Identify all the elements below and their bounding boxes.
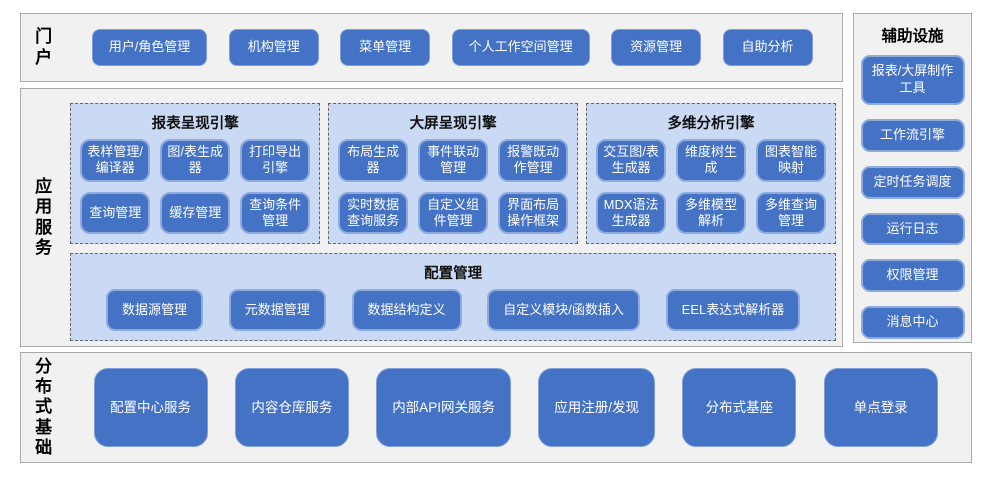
aux-button-report-bigscreen-authoring-tool[interactable]: 报表/大屏制作工具: [860, 55, 965, 105]
report-engine-button-print-export-engine[interactable]: 打印导出引擎: [240, 139, 311, 182]
aux-button-permission-mgmt[interactable]: 权限管理: [860, 259, 965, 293]
portal-button-org-mgmt[interactable]: 机构管理: [228, 29, 319, 66]
aux-button-run-logs[interactable]: 运行日志: [860, 212, 965, 246]
bigscreen-engine-button-custom-component-mgmt[interactable]: 自定义组件管理: [418, 191, 489, 234]
portal-button-resource-mgmt[interactable]: 资源管理: [611, 29, 702, 66]
bigscreen-engine-button-alarm-action-mgmt[interactable]: 报警既动作管理: [498, 139, 569, 182]
panel-config-mgmt: 配置管理 数据源管理 元数据管理 数据结构定义 自定义模块/函数插入 EEL表达…: [70, 253, 836, 341]
dist-button-distributed-base[interactable]: 分布式基座: [682, 368, 797, 447]
olap-engine-button-interactive-chart-generator[interactable]: 交互图/表生成器: [596, 139, 667, 182]
portal-label: 门户: [35, 27, 53, 67]
section-distributed-foundation: 分布式基础 配置中心服务 内容仓库服务 内部API网关服务 应用注册/发现 分布…: [20, 352, 972, 463]
bigscreen-engine-button-realtime-data-query-service[interactable]: 实时数据查询服务: [338, 191, 409, 234]
auxiliary-facilities-title: 辅助设施: [881, 28, 944, 45]
olap-engine-button-multidim-model-parsing[interactable]: 多维模型解析: [676, 191, 747, 234]
section-auxiliary-facilities: 辅助设施 报表/大屏制作工具 工作流引擎 定时任务调度 运行日志 权限管理 消息…: [853, 13, 972, 343]
report-engine-title: 报表呈现引擎: [151, 116, 239, 132]
dist-button-internal-api-gateway-service[interactable]: 内部API网关服务: [376, 368, 511, 447]
config-button-datasource-mgmt[interactable]: 数据源管理: [106, 289, 204, 331]
panel-report-engine: 报表呈现引擎 表样管理/编译器 图/表生成器 打印导出引擎 查询管理 缓存管理 …: [70, 103, 321, 244]
portal-button-self-service-analysis[interactable]: 自助分析: [722, 29, 813, 66]
config-button-row: 数据源管理 元数据管理 数据结构定义 自定义模块/函数插入 EEL表达式解析器: [80, 289, 826, 331]
app-services-content: 报表呈现引擎 表样管理/编译器 图/表生成器 打印导出引擎 查询管理 缓存管理 …: [54, 89, 842, 346]
olap-engine-button-multidim-query-mgmt[interactable]: 多维查询管理: [756, 191, 827, 234]
report-engine-button-style-mgmt-compiler[interactable]: 表样管理/编译器: [80, 139, 151, 182]
report-engine-button-cache-mgmt[interactable]: 缓存管理: [160, 191, 231, 234]
bigscreen-engine-button-layout-generator[interactable]: 布局生成器: [338, 139, 409, 182]
report-engine-button-chart-table-generator[interactable]: 图/表生成器: [160, 139, 231, 182]
config-mgmt-title: 配置管理: [424, 266, 483, 282]
olap-engine-button-chart-smart-mapping[interactable]: 图表智能映射: [756, 139, 827, 182]
config-button-eel-expression-parser[interactable]: EEL表达式解析器: [665, 289, 801, 331]
config-button-metadata-mgmt[interactable]: 元数据管理: [228, 289, 326, 331]
report-engine-button-query-condition-mgmt[interactable]: 查询条件管理: [240, 191, 311, 234]
distributed-foundation-label: 分布式基础: [35, 357, 53, 457]
panel-bigscreen-engine: 大屏呈现引擎 布局生成器 事件联动管理 报警既动作管理 实时数据查询服务 自定义…: [328, 103, 579, 244]
bigscreen-engine-title: 大屏呈现引擎: [409, 116, 497, 132]
app-services-label: 应用服务: [35, 177, 53, 257]
portal-button-row: 用户/角色管理 机构管理 菜单管理 个人工作空间管理 资源管理 自助分析: [54, 29, 842, 66]
distributed-button-row: 配置中心服务 内容仓库服务 内部API网关服务 应用注册/发现 分布式基座 单点…: [54, 368, 971, 447]
aux-button-workflow-engine[interactable]: 工作流引擎: [860, 118, 965, 152]
dist-button-app-registration-discovery[interactable]: 应用注册/发现: [538, 368, 656, 447]
dist-button-config-center-service[interactable]: 配置中心服务: [93, 368, 208, 447]
portal-button-user-role-mgmt[interactable]: 用户/角色管理: [91, 29, 208, 66]
bigscreen-engine-button-ui-layout-framework[interactable]: 界面布局操作框架: [498, 191, 569, 234]
report-engine-button-query-mgmt[interactable]: 查询管理: [80, 191, 151, 234]
portal-button-menu-mgmt[interactable]: 菜单管理: [340, 29, 431, 66]
aux-button-message-center[interactable]: 消息中心: [860, 306, 965, 340]
report-engine-grid: 表样管理/编译器 图/表生成器 打印导出引擎 查询管理 缓存管理 查询条件管理: [80, 139, 311, 234]
dist-button-content-repository-service[interactable]: 内容仓库服务: [234, 368, 349, 447]
portal-button-personal-workspace-mgmt[interactable]: 个人工作空间管理: [451, 29, 590, 66]
olap-engine-grid: 交互图/表生成器 维度树生成 图表智能映射 MDX语法生成器 多维模型解析 多维…: [596, 139, 827, 234]
bigscreen-engine-grid: 布局生成器 事件联动管理 报警既动作管理 实时数据查询服务 自定义组件管理 界面…: [338, 139, 569, 234]
bigscreen-engine-button-event-linkage-mgmt[interactable]: 事件联动管理: [418, 139, 489, 182]
aux-button-scheduled-task-dispatch[interactable]: 定时任务调度: [860, 165, 965, 199]
olap-engine-button-dimension-tree-generation[interactable]: 维度树生成: [676, 139, 747, 182]
section-app-services: 应用服务 报表呈现引擎 表样管理/编译器 图/表生成器 打印导出引擎 查询管理 …: [20, 88, 843, 347]
olap-engine-button-mdx-syntax-generator[interactable]: MDX语法生成器: [596, 191, 667, 234]
section-portal: 门户 用户/角色管理 机构管理 菜单管理 个人工作空间管理 资源管理 自助分析: [20, 13, 843, 82]
panel-olap-engine: 多维分析引擎 交互图/表生成器 维度树生成 图表智能映射 MDX语法生成器 多维…: [586, 103, 837, 244]
auxiliary-button-column: 报表/大屏制作工具 工作流引擎 定时任务调度 运行日志 权限管理 消息中心: [854, 55, 971, 340]
olap-engine-title: 多维分析引擎: [667, 116, 755, 132]
engine-row: 报表呈现引擎 表样管理/编译器 图/表生成器 打印导出引擎 查询管理 缓存管理 …: [70, 103, 837, 244]
config-button-data-structure-definition[interactable]: 数据结构定义: [351, 289, 462, 331]
dist-button-single-sign-on[interactable]: 单点登录: [823, 368, 938, 447]
config-button-custom-module-function-insert[interactable]: 自定义模块/函数插入: [487, 289, 640, 331]
